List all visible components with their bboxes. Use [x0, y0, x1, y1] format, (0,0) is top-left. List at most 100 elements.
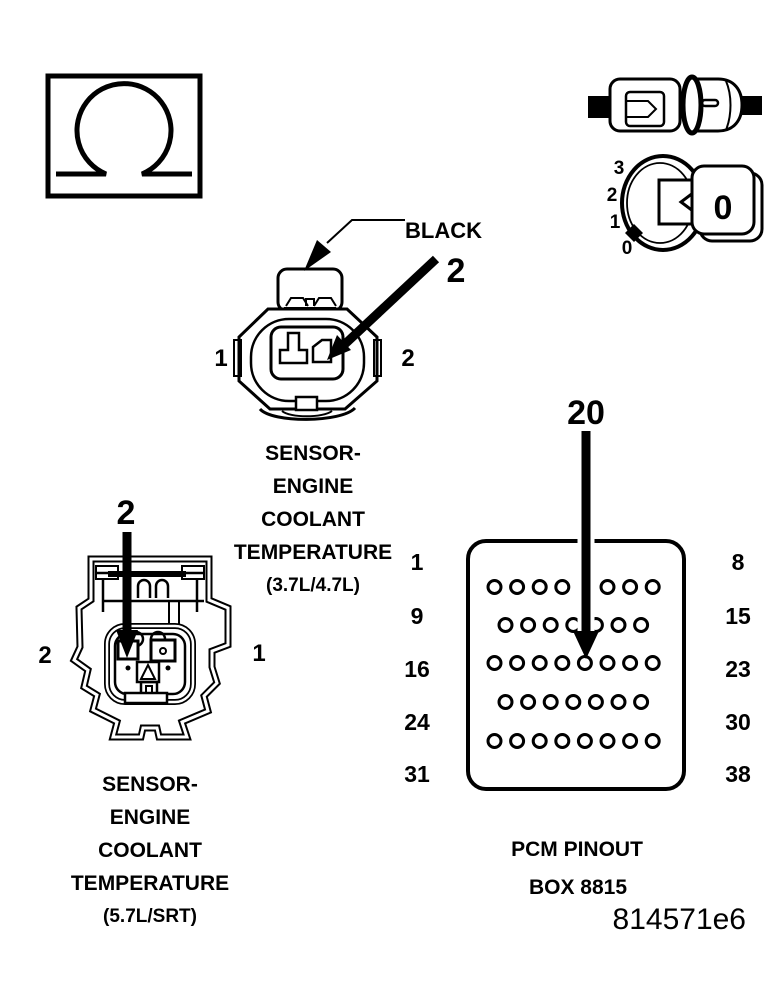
female-connector-body — [608, 77, 682, 133]
black-leader-arrowhead — [304, 240, 331, 271]
caption-line: (5.7L/SRT) — [103, 906, 197, 927]
pcm-pin — [486, 579, 503, 595]
pcm-row-label-left: 31 — [404, 761, 430, 787]
index-dot-right — [165, 665, 171, 671]
pcm-row-label-right: 38 — [725, 761, 751, 787]
caption-line: TEMPERATURE — [234, 541, 392, 564]
caption-line: SENSOR- — [265, 442, 361, 465]
caption-line: SENSOR- — [102, 773, 198, 796]
pcm-row-label-left: 24 — [404, 709, 430, 735]
shell-bottom-lobe-inner — [281, 410, 333, 418]
pin-20-arrowhead — [573, 631, 599, 659]
dial-scale-3: 3 — [614, 158, 625, 179]
male-connector-ring — [680, 74, 704, 136]
pcm-pin — [497, 617, 514, 633]
caption-line: (3.7L/4.7L) — [266, 575, 360, 596]
pcm-pin — [486, 655, 503, 671]
ect-connector-57: 2 2 1 SENSOR- ENGINE COOLANT TEMPERATURE… — [38, 494, 265, 927]
pcm-pin — [509, 579, 526, 595]
pcm-pin — [565, 694, 582, 710]
caption-line: COOLANT — [98, 839, 202, 862]
connector-pair-icon — [588, 74, 762, 136]
caption-line: TEMPERATURE — [71, 872, 229, 895]
dial-body-front — [690, 164, 756, 236]
pcm-pin — [531, 655, 548, 671]
pcm-pin — [610, 694, 627, 710]
pcm-pin — [542, 694, 559, 710]
pcm-pin — [644, 655, 661, 671]
pin-right-label: 2 — [401, 345, 414, 372]
bottom-tab — [123, 691, 169, 705]
pcm-pin — [644, 579, 661, 595]
terminal-1 — [278, 331, 309, 365]
cavity-2-arrowhead — [327, 335, 351, 360]
pcm-row-label-right: 15 — [725, 603, 751, 629]
pcm-row-label-left: 16 — [404, 656, 430, 682]
shell-bottom-lobe — [258, 406, 357, 421]
dial-scale-1: 1 — [610, 212, 621, 233]
dial-reading: 0 — [714, 189, 733, 227]
pcm-pin — [576, 733, 593, 749]
cavity-2-arrowhead — [116, 630, 138, 658]
pcm-row-label-right: 23 — [725, 656, 751, 682]
pcm-pin — [531, 733, 548, 749]
dial-scale-2: 2 — [607, 185, 618, 206]
ect-connector-37-47: BLACK 2 1 2 SENSOR- ENGINE COOLANT TEMPE… — [214, 218, 482, 596]
pcm-pin — [610, 617, 627, 633]
cavity-2-arrow-shaft — [341, 255, 440, 348]
pcm-pin — [599, 655, 616, 671]
rail-bar — [108, 571, 186, 577]
terminal-1-socket — [149, 638, 177, 663]
pin-right-label: 1 — [252, 640, 265, 667]
pcm-pin — [633, 694, 650, 710]
cavity-2-callout: 2 — [117, 494, 136, 532]
pin-left-label: 1 — [214, 345, 227, 372]
index-dot-left — [125, 665, 131, 671]
pcm-pin — [531, 579, 548, 595]
pin-20-callout: 20 — [567, 394, 605, 432]
pcm-row-label-right: 8 — [732, 549, 745, 575]
pcm-pin — [554, 733, 571, 749]
pcm-box-frame — [466, 539, 686, 791]
cavity-2-callout: 2 — [447, 252, 466, 290]
pcm-row-label-right: 30 — [725, 709, 751, 735]
wire-color-label: BLACK — [405, 218, 482, 243]
pcm-pin — [497, 694, 514, 710]
rotary-dial-icon: 0 3 2 1 0 — [607, 154, 764, 259]
pcm-pin — [622, 733, 639, 749]
wire-stub-right — [742, 96, 762, 115]
pcm-pin — [554, 579, 571, 595]
figure-id: 814571e6 — [613, 903, 746, 936]
pcm-pin — [509, 655, 526, 671]
pcm-pin — [520, 617, 537, 633]
pcm-pin — [644, 733, 661, 749]
caption-line: ENGINE — [273, 475, 354, 498]
pin-left-label: 2 — [38, 642, 51, 669]
pcm-row-label-left: 9 — [411, 603, 424, 629]
key-chevron — [139, 662, 157, 680]
pcm-pin — [542, 617, 559, 633]
male-connector-edge — [725, 80, 732, 131]
pcm-pin — [520, 694, 537, 710]
ohm-icon — [56, 81, 192, 177]
wire-seal-loops — [136, 578, 170, 598]
caption-line: COOLANT — [261, 508, 365, 531]
pcm-pin — [622, 655, 639, 671]
dial-scale-0: 0 — [622, 238, 633, 259]
dial-pointer-marker — [625, 224, 643, 242]
pcm-pin — [599, 733, 616, 749]
connector-outer-shell-inner-line — [72, 557, 230, 739]
black-leader-line — [326, 219, 405, 244]
caption-line: ENGINE — [110, 806, 191, 829]
pcm-pin — [599, 579, 616, 595]
pcm-pin — [633, 617, 650, 633]
terminal-1-pin-hole — [159, 647, 167, 655]
pcm-pin — [486, 733, 503, 749]
female-connector-cavity — [624, 90, 666, 128]
pcm-pin — [509, 733, 526, 749]
shell-bottom-notch — [294, 395, 319, 412]
